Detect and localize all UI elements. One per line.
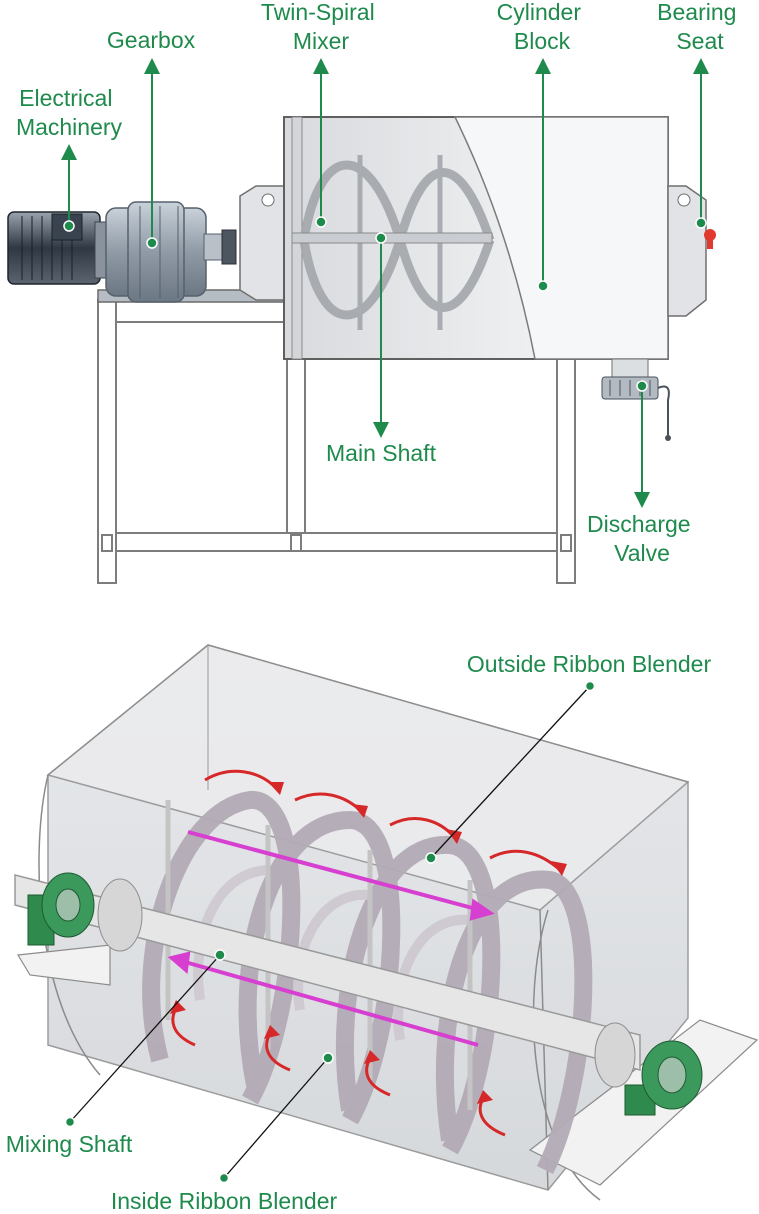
dot-twin-spiral-mixer bbox=[315, 216, 327, 228]
main-shaft bbox=[291, 232, 493, 244]
leader-mixing-shaft bbox=[69, 954, 221, 1123]
flow-arrows bbox=[167, 830, 495, 1047]
side-view-machine bbox=[7, 116, 716, 584]
dot-bearing-seat bbox=[695, 217, 707, 229]
dot-cylinder-block bbox=[537, 280, 549, 292]
perspective-view-blender bbox=[14, 644, 759, 1201]
dot-inside-ribbon-blender bbox=[322, 1052, 334, 1064]
label-mixing-shaft: Mixing Shaft bbox=[6, 1131, 133, 1157]
top-callouts bbox=[61, 58, 709, 508]
label-main-shaft: Main Shaft bbox=[326, 440, 437, 466]
top-callout-dots bbox=[63, 216, 707, 392]
dot-main-shaft bbox=[375, 232, 387, 244]
mixing-shaft bbox=[14, 874, 641, 1071]
label-inside-ribbon-blender: Inside Ribbon Blender bbox=[111, 1188, 338, 1214]
label-bearing-seat: Bearing Seat bbox=[657, 0, 743, 54]
bottom-callouts bbox=[69, 685, 591, 1179]
leader-outside-ribbon-blender bbox=[430, 685, 591, 859]
top-labels: Electrical Machinery Gearbox Twin-Spiral… bbox=[16, 0, 743, 566]
dot-mixing-shaft-end bbox=[64, 1116, 76, 1128]
dot-electrical-machinery bbox=[63, 220, 75, 232]
discharge-valve-body bbox=[601, 358, 671, 441]
left-bearing-seat bbox=[27, 872, 95, 946]
dot-inside-ribbon-blender-end bbox=[218, 1172, 230, 1184]
dot-outside-ribbon-blender bbox=[425, 852, 437, 864]
label-discharge-valve: Discharge Valve bbox=[587, 511, 697, 566]
label-gearbox: Gearbox bbox=[107, 27, 196, 53]
inner-ribbons bbox=[193, 865, 471, 1041]
bottom-labels: Outside Ribbon Blender Mixing Shaft Insi… bbox=[6, 651, 712, 1214]
electrical-motor bbox=[7, 211, 110, 285]
gearbox bbox=[105, 201, 237, 303]
right-bearing-seat bbox=[624, 1040, 703, 1116]
dot-outside-ribbon-blender-end bbox=[584, 680, 596, 692]
label-electrical-machinery: Electrical Machinery bbox=[16, 85, 123, 140]
label-twin-spiral-mixer: Twin-Spiral Mixer bbox=[261, 0, 381, 54]
label-outside-ribbon-blender: Outside Ribbon Blender bbox=[467, 651, 712, 677]
dot-discharge-valve bbox=[636, 380, 648, 392]
label-cylinder-block: Cylinder Block bbox=[497, 0, 588, 54]
rotation-arrowheads bbox=[170, 782, 567, 1104]
bottom-callout-dots bbox=[64, 680, 596, 1184]
support-frame bbox=[97, 299, 576, 584]
trough-right-end bbox=[532, 909, 601, 1201]
dot-mixing-shaft bbox=[214, 949, 226, 961]
leader-inside-ribbon-blender bbox=[223, 1057, 329, 1179]
dot-gearbox bbox=[146, 237, 158, 249]
